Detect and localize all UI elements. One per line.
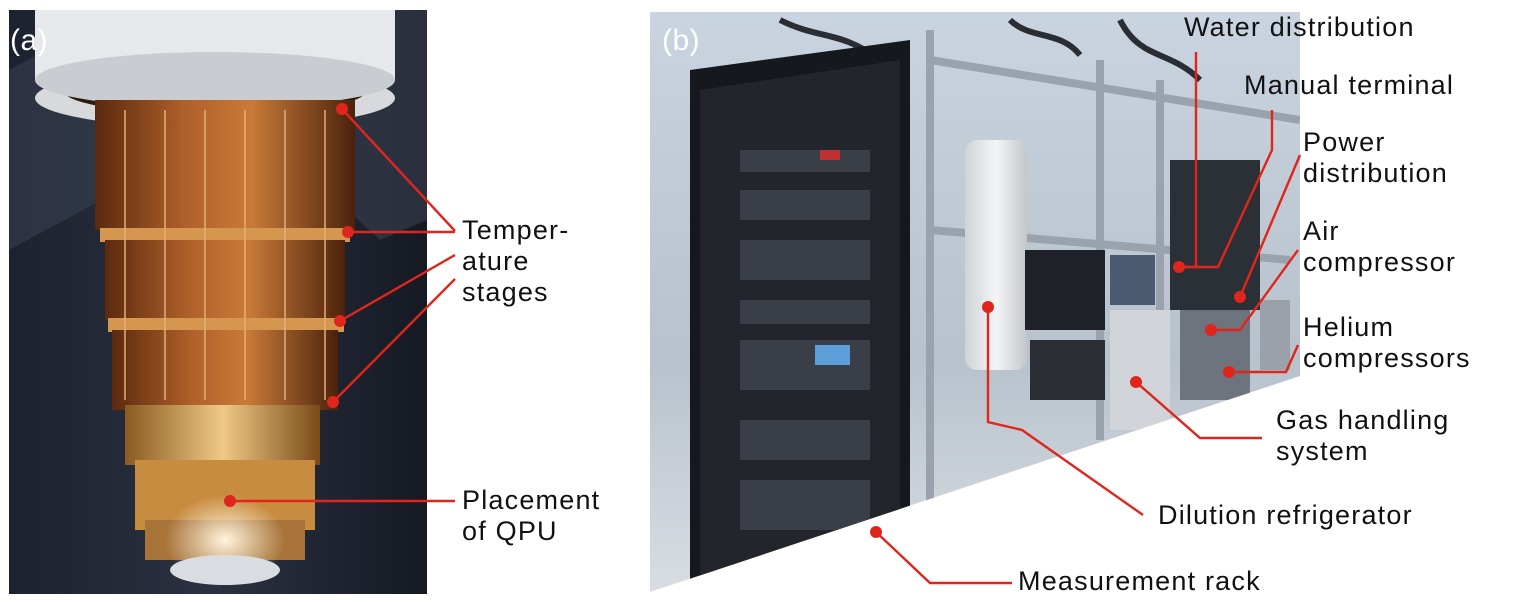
label-measurement-rack: Measurement rack: [1018, 566, 1261, 596]
label-water-distribution: Water distribution: [1184, 12, 1415, 42]
callout-dot-dilution: [982, 301, 994, 313]
callout-line-manual: [1179, 110, 1274, 269]
callout-line-stage-1: [341, 108, 456, 232]
label-power-distribution: Power distribution: [1303, 127, 1448, 188]
callout-dot-stage-4: [327, 396, 339, 408]
callout-dot-stage-2: [342, 226, 354, 238]
callout-dot-rack: [870, 526, 882, 538]
callout-dot-stage-3: [334, 315, 346, 327]
label-dilution-refrigerator: Dilution refrigerator: [1158, 500, 1413, 530]
cryostat-photo: [9, 10, 427, 594]
callout-dot-helium: [1223, 366, 1235, 378]
callout-dot-power: [1234, 291, 1246, 303]
callout-line-rack: [875, 531, 1012, 585]
panel-a-tag: (a): [10, 24, 49, 57]
panel-b-tag: (b): [662, 24, 701, 57]
callout-dots: [224, 103, 1246, 538]
callout-line-power: [1238, 154, 1302, 298]
label-air-compressor: Air compressor: [1303, 216, 1457, 277]
callout-dot-water: [1173, 261, 1185, 273]
callout-dot-qpu: [224, 495, 236, 507]
callout-dot-stage-1: [336, 103, 348, 115]
label-helium-compressors: Helium compressors: [1303, 312, 1471, 373]
callout-line-gas: [1135, 381, 1262, 440]
label-temperature-stages: Temper- ature stages: [462, 215, 570, 307]
callout-line-helium: [1229, 344, 1300, 374]
label-qpu-placement: Placement of QPU: [462, 485, 601, 546]
callout-line-stage-3: [339, 253, 456, 323]
callout-line-stage-4: [332, 278, 456, 403]
callout-dot-gas: [1130, 376, 1142, 388]
callout-line-air: [1211, 249, 1299, 332]
label-manual-terminal: Manual terminal: [1244, 70, 1455, 100]
callout-dot-air: [1205, 324, 1217, 336]
callout-lines: [230, 52, 1302, 585]
callout-line-dilution: [986, 307, 1144, 516]
label-gas-handling-system: Gas handling system: [1276, 405, 1450, 466]
